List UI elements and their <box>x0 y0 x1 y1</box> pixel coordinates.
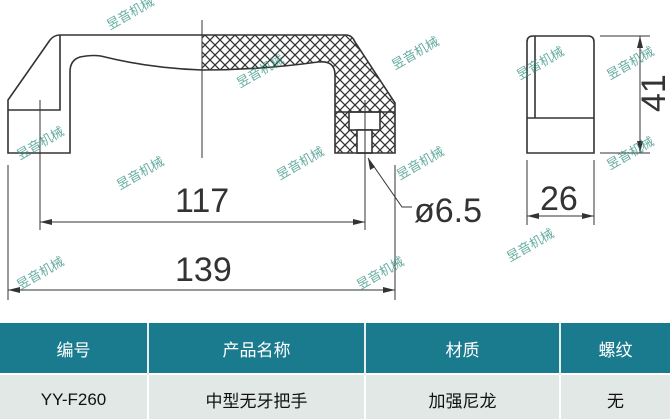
svg-text:昱音机械: 昱音机械 <box>504 226 557 266</box>
svg-text:昱音机械: 昱音机械 <box>389 34 442 74</box>
svg-text:昱音机械: 昱音机械 <box>274 144 327 184</box>
svg-text:昱音机械: 昱音机械 <box>104 0 157 33</box>
cell-material: 加强尼龙 <box>365 373 561 419</box>
svg-text:昱音机械: 昱音机械 <box>114 154 167 194</box>
inner-edge <box>8 35 61 111</box>
dim-117: 117 <box>175 182 229 220</box>
side-view <box>526 35 595 154</box>
cell-thread: 无 <box>560 373 670 419</box>
technical-drawing: 117 139 ø6.5 26 41 昱音机械 昱音机械 昱音机械 昱音机械 昱… <box>7 0 670 300</box>
svg-text:昱音机械: 昱音机械 <box>354 254 407 294</box>
dim-26: 26 <box>540 180 578 218</box>
spec-table: 编号 产品名称 材质 螺纹 YY-F260 中型无牙把手 加强尼龙 无 <box>0 323 670 419</box>
svg-text:昱音机械: 昱音机械 <box>14 124 67 164</box>
svg-text:昱音机械: 昱音机械 <box>14 254 67 294</box>
svg-text:昱音机械: 昱音机械 <box>604 134 657 174</box>
svg-text:昱音机械: 昱音机械 <box>394 144 447 184</box>
dim-139: 139 <box>175 251 232 289</box>
table-header: 编号 产品名称 材质 螺纹 <box>0 323 670 374</box>
cell-name: 中型无牙把手 <box>148 373 366 419</box>
svg-text:昱音机械: 昱音机械 <box>514 44 567 84</box>
header-name: 产品名称 <box>148 323 366 374</box>
header-code: 编号 <box>0 323 149 374</box>
dim-hole: ø6.5 <box>414 192 482 230</box>
header-thread: 螺纹 <box>560 323 670 374</box>
hole-leader <box>367 157 412 208</box>
handle-outline <box>7 34 396 154</box>
section-hatch <box>202 35 395 153</box>
header-material: 材质 <box>365 323 561 374</box>
dim-41: 41 <box>635 74 670 112</box>
table-row: YY-F260 中型无牙把手 加强尼龙 无 <box>0 373 670 419</box>
cell-code: YY-F260 <box>0 373 149 419</box>
